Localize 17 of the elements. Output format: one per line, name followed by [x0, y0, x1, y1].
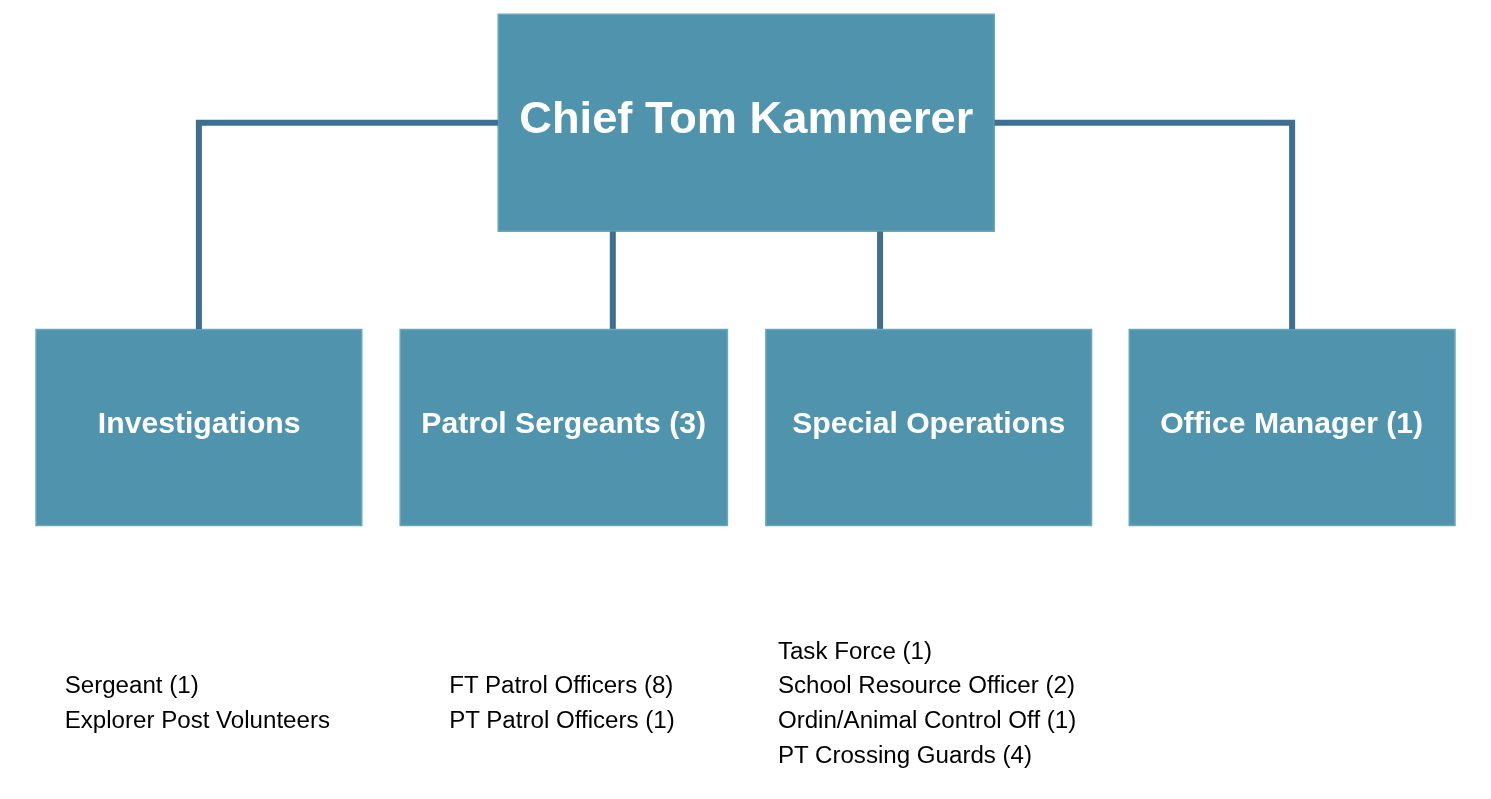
node-label: Ordin/Animal Control Off (1)	[777, 705, 1077, 733]
node-box: Office Manager (1)	[1128, 328, 1456, 527]
node-box: Special Operations	[765, 328, 1093, 527]
node-box: Investigations	[35, 328, 363, 527]
node-label: PT Crossing Guards (4)	[777, 740, 1033, 768]
connector	[195, 119, 499, 330]
node-label: Task Force (1)	[777, 636, 932, 664]
node-box: Patrol Sergeants (3)	[399, 328, 729, 527]
node-label: School Resource Officer (2)	[777, 671, 1075, 699]
connector	[877, 231, 884, 329]
node-label: Sergeant (1)	[64, 671, 199, 699]
node-label: FT Patrol Officers (8)	[449, 671, 674, 699]
node-box: Chief Tom Kammerer	[497, 13, 996, 233]
node-label: PT Patrol Officers (1)	[449, 705, 675, 733]
connector	[994, 119, 1296, 330]
connector	[609, 231, 616, 329]
node-label: Explorer Post Volunteers	[64, 705, 331, 733]
